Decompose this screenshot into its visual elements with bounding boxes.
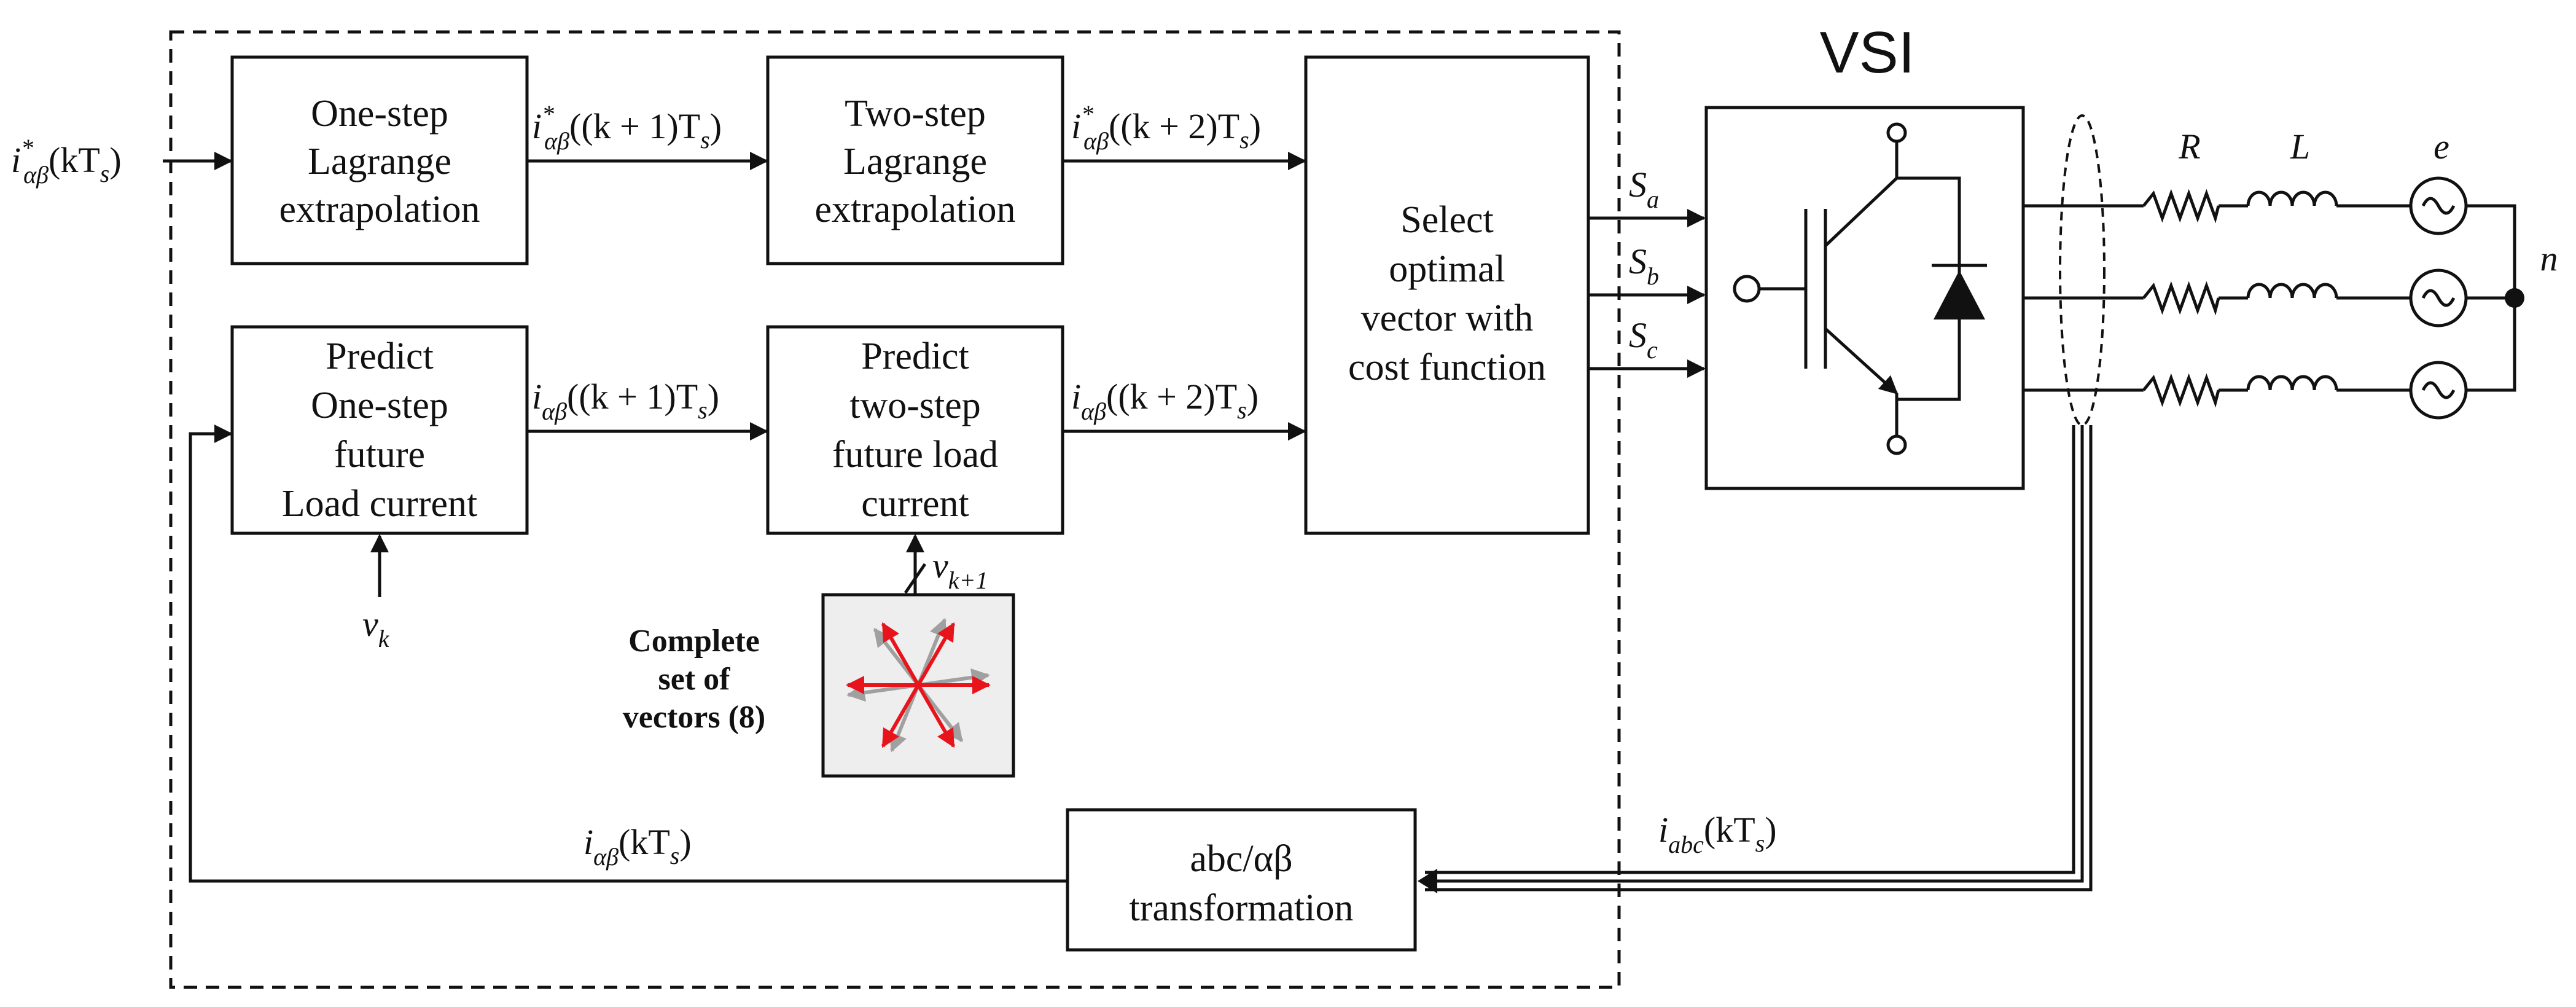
signal-i-k2: iαβ((k + 2)Ts)	[1071, 377, 1259, 425]
neutral-node	[2505, 288, 2524, 308]
signal-i-abc: iabc(kTs)	[1658, 810, 1777, 858]
resistor-icon	[2142, 373, 2220, 408]
two-step-lagrange-block	[766, 55, 1064, 265]
red-vector-arrow	[916, 622, 956, 686]
vector-set-label: Complete	[628, 624, 760, 659]
predict-one-step-text: Predict	[326, 335, 434, 377]
signal-i-meas: iαβ(kTs)	[584, 822, 692, 871]
load-label-l: L	[2290, 127, 2310, 167]
select-optimal-text: vector with	[1361, 297, 1534, 339]
signal-v-k1: vk+1	[932, 546, 988, 594]
predict-two-step-block	[766, 325, 1064, 535]
select-optimal-text: Select	[1400, 199, 1494, 241]
predict-two-step-text: future load	[832, 434, 998, 476]
red-vector-arrow	[916, 684, 956, 748]
signal-i-ref-k1: i*αβ((k + 1)Ts)	[532, 100, 722, 155]
predict-two-step-text: two-step	[849, 385, 981, 426]
one-step-lagrange-text: Lagrange	[308, 141, 451, 182]
vsi-block	[1704, 106, 2025, 490]
one-step-lagrange-text: One-step	[311, 93, 448, 135]
current-sensor-ellipse	[2059, 114, 2106, 426]
red-vector-arrow	[881, 622, 920, 686]
resistor-icon	[2142, 281, 2220, 316]
inductor-icon	[2246, 190, 2338, 206]
gate-terminal-icon	[1733, 275, 1761, 303]
load-label-n: n	[2540, 238, 2558, 278]
select-optimal-text: cost function	[1348, 347, 1546, 388]
resistor-icon	[2142, 189, 2220, 224]
controller-boundary	[169, 30, 1621, 989]
predict-one-step-text: Load current	[282, 483, 477, 525]
vsi-label: VSI	[1820, 20, 1915, 85]
abc-transform-text: transformation	[1129, 887, 1353, 929]
diode-icon	[1934, 270, 1985, 319]
abc-transform-text: abc/αβ	[1190, 838, 1292, 880]
one-step-lagrange-text: extrapolation	[279, 189, 480, 230]
feedback-wire	[189, 425, 1067, 883]
bus-slash	[904, 563, 927, 594]
red-vector-arrow	[881, 684, 920, 748]
predict-two-step-text: current	[861, 483, 969, 525]
two-step-lagrange-text: Lagrange	[843, 141, 987, 182]
predict-two-step-text: Predict	[861, 335, 969, 377]
predict-one-step-text: One-step	[311, 385, 448, 426]
two-step-lagrange-text: Two-step	[845, 93, 986, 135]
two-step-lagrange-text: extrapolation	[814, 189, 1015, 230]
signal-S-c: Sc	[1629, 315, 1658, 364]
signal-v-k: vk	[362, 604, 390, 652]
measurement-bus	[1418, 425, 2093, 893]
one-step-lagrange-block	[230, 55, 529, 265]
load-label-r: R	[2178, 127, 2200, 167]
vector-set-label: set of	[658, 662, 731, 697]
load-label-e: e	[2434, 127, 2449, 167]
signal-S-a: Sa	[1629, 165, 1659, 213]
signal-i-ref-k2: i*αβ((k + 2)Ts)	[1071, 100, 1261, 155]
vector-set-label: vectors (8)	[623, 700, 765, 735]
signal-i-ref-k: i*αβ(kTs)	[11, 134, 122, 189]
abc-transform-block	[1066, 808, 1417, 952]
select-optimal-text: optimal	[1389, 248, 1505, 290]
inductor-icon	[2246, 283, 2338, 299]
collector-terminal-icon	[1886, 122, 1907, 143]
emitter-terminal-icon	[1886, 434, 1907, 455]
predict-one-step-text: future	[334, 434, 425, 476]
load-circuit	[2023, 176, 2475, 420]
vector-set-box	[821, 593, 1015, 778]
signal-S-b: Sb	[1629, 241, 1659, 290]
signal-i-k1: iαβ((k + 1)Ts)	[532, 377, 719, 425]
select-optimal-block	[1304, 55, 1590, 535]
inductor-icon	[2246, 375, 2338, 391]
